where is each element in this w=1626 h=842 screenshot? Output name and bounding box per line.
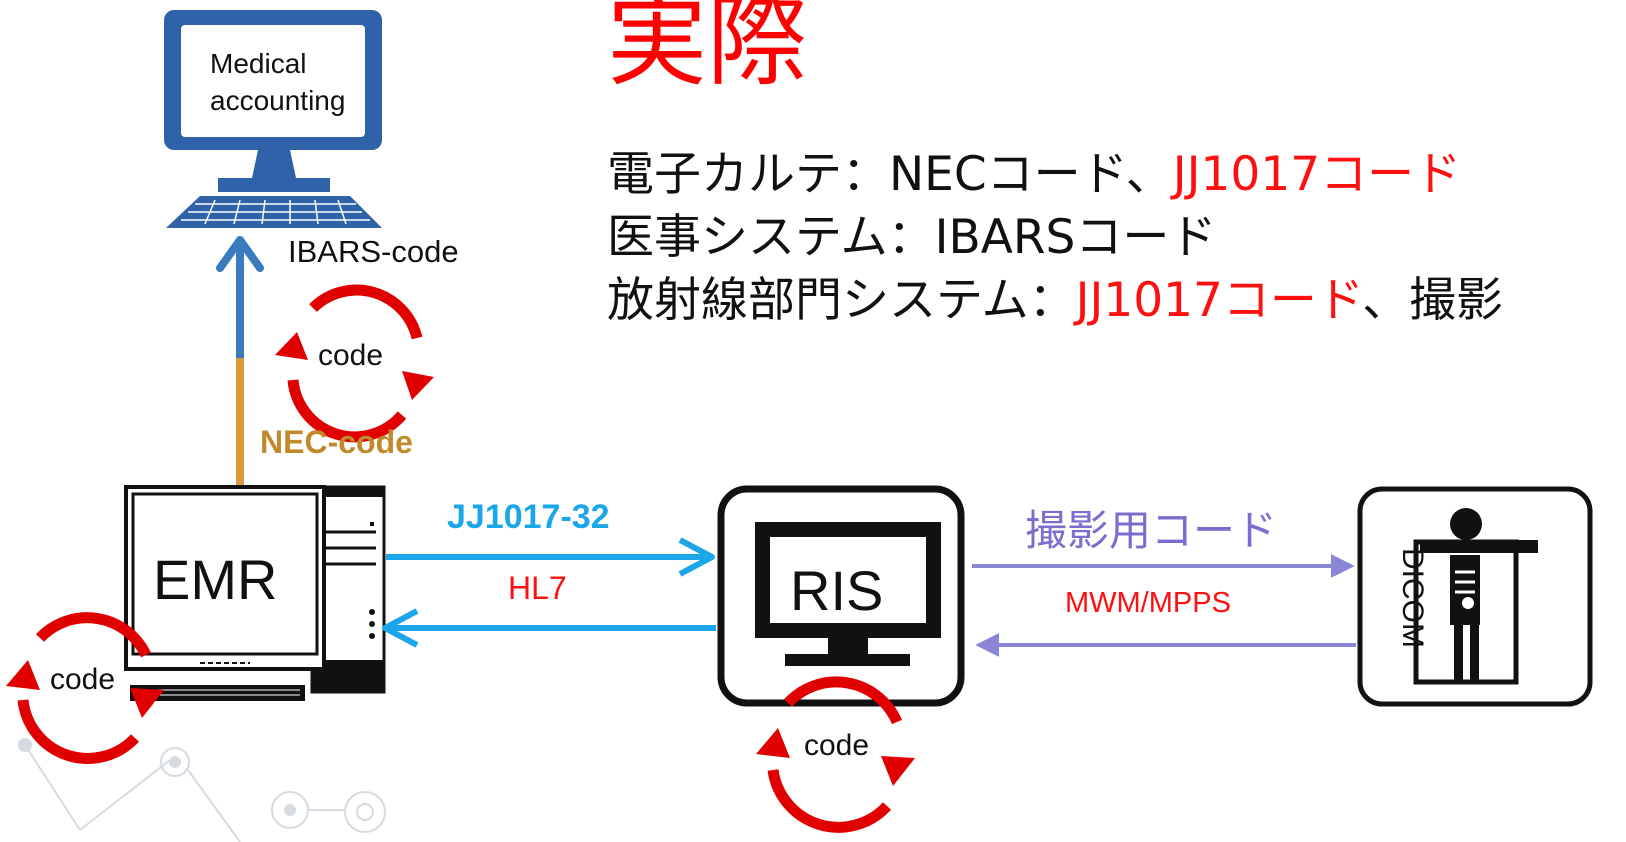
description-line-radiology-suffix: 、撮影 xyxy=(1362,273,1504,328)
code-cycle-label-ris: code xyxy=(804,729,870,762)
ibars-code-label: IBARS-code xyxy=(288,234,459,269)
medical-accounting-label-line1: Medical xyxy=(210,48,307,79)
description-line-emr-highlight: JJ1017コード xyxy=(1172,147,1462,202)
emr-label: EMR xyxy=(153,548,278,611)
medical-accounting-computer-icon xyxy=(164,10,382,228)
emr-to-medical-link xyxy=(216,236,264,490)
nec-code-label: NEC-code xyxy=(260,424,413,460)
ris-label: RIS xyxy=(790,559,884,622)
description-line-emr: 電子カルテ：NECコード、JJ1017コード xyxy=(607,151,1461,198)
code-cycle-icon-ris xyxy=(756,676,915,833)
jj1017-label: JJ1017-32 xyxy=(447,498,610,536)
code-cycle-label-emr: code xyxy=(50,663,116,696)
page-title: 実際 xyxy=(607,0,807,100)
medical-accounting-label-line2: accounting xyxy=(210,85,346,116)
emr-ris-link xyxy=(382,537,716,648)
code-cycle-icon-emr xyxy=(6,612,164,764)
description-line-emr-prefix: 電子カルテ：NECコード、 xyxy=(607,147,1173,202)
background-network-decoration xyxy=(18,738,386,842)
imaging-code-label: 撮影用コード xyxy=(1025,506,1278,555)
hl7-label: HL7 xyxy=(508,570,567,606)
description-line-radiology-prefix: 放射線部門システム： xyxy=(607,273,1076,328)
description-line-medical-text: 医事システム：IBARSコード xyxy=(607,210,1217,265)
ris-dicom-link xyxy=(972,554,1356,657)
description-line-radiology-highlight: JJ1017コード xyxy=(1075,273,1363,328)
mwm-mpps-label: MWM/MPPS xyxy=(1065,587,1231,619)
emr-computer-icon xyxy=(124,485,386,701)
dicom-modality-icon xyxy=(1357,486,1593,707)
code-cycle-icon-medical xyxy=(275,284,434,443)
description-line-medical: 医事システム：IBARSコード xyxy=(607,214,1216,261)
code-cycle-label-medical: code xyxy=(318,339,384,372)
dicom-label: DICOM xyxy=(1396,548,1429,648)
ris-monitor-icon xyxy=(717,485,965,707)
description-line-radiology: 放射線部門システム：JJ1017コード、撮影 xyxy=(607,277,1503,324)
